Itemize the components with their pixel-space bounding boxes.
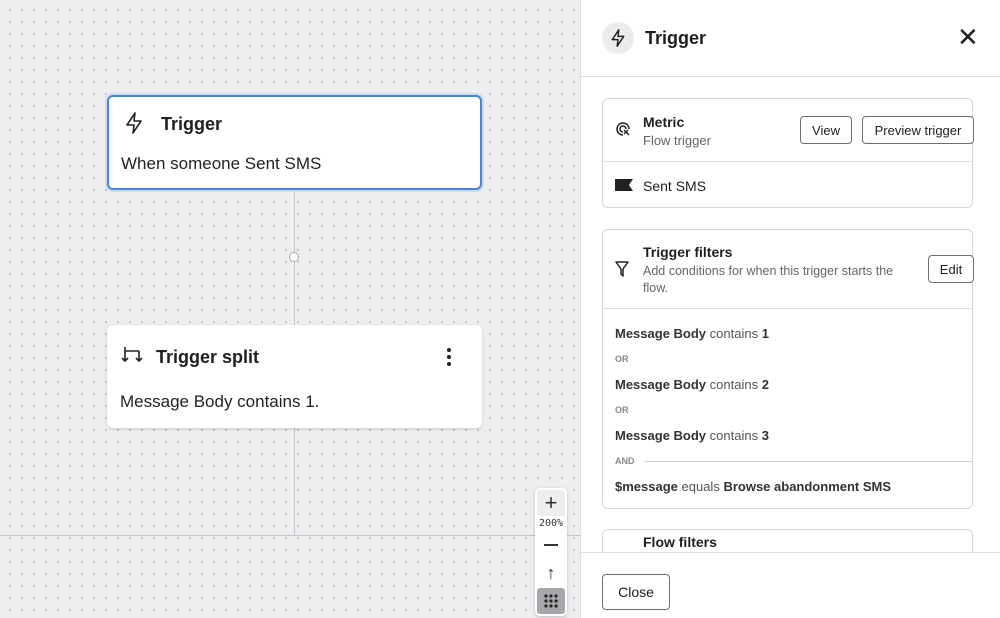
preview-trigger-button[interactable]: Preview trigger <box>862 116 974 144</box>
grid-dots-icon <box>544 594 558 608</box>
metric-target-icon <box>616 122 630 136</box>
node-title: Trigger <box>161 114 223 134</box>
flow-filters-title: Flow filters <box>643 534 717 550</box>
flag-icon <box>615 179 633 191</box>
filters-description: Add conditions for when this trigger sta… <box>643 264 894 295</box>
node-body: When someone Sent SMS <box>121 154 322 173</box>
node-body: Message Body contains 1. <box>120 392 320 411</box>
filter-condition: $message equals Browse abandonment SMS <box>615 479 892 494</box>
zoom-out-button[interactable] <box>537 532 565 558</box>
add-step-dot[interactable] <box>289 252 299 262</box>
close-button[interactable]: Close <box>602 574 670 610</box>
metric-subtitle: Flow trigger <box>643 133 711 148</box>
lightning-icon <box>602 22 634 54</box>
fit-up-arrow-icon[interactable]: ↑ <box>546 562 556 583</box>
filter-condition: Message Body contains 2 <box>615 377 769 392</box>
metric-name: Sent SMS <box>643 178 707 194</box>
and-divider <box>645 461 973 462</box>
filter-condition: Message Body contains 1 <box>615 326 769 341</box>
panel-footer: Close <box>581 552 1000 618</box>
branch-connector <box>0 535 580 536</box>
lightning-icon <box>126 112 142 134</box>
panel-title: Trigger <box>645 28 707 48</box>
connector <box>294 428 295 535</box>
or-operator: OR <box>615 405 629 415</box>
filter-funnel-icon <box>615 261 629 277</box>
split-icon <box>121 347 143 363</box>
trigger-side-panel: Trigger ✕ Metric Flow trigger View Previ… <box>580 0 1000 618</box>
close-icon[interactable]: ✕ <box>957 22 979 52</box>
and-operator: AND <box>615 456 635 466</box>
filters-title: Trigger filters <box>643 244 733 260</box>
or-operator: OR <box>615 354 629 364</box>
zoom-level: 200% <box>538 517 564 529</box>
zoom-in-button[interactable]: + <box>537 490 565 516</box>
more-options-icon[interactable] <box>447 347 453 366</box>
divider <box>581 76 1000 77</box>
zoom-controls: + 200% ↑ <box>535 488 567 616</box>
trigger-split-node[interactable]: Trigger split Message Body contains 1. <box>107 325 482 428</box>
trigger-node[interactable]: Trigger When someone Sent SMS <box>107 95 482 190</box>
trigger-filters-card: Trigger filters Add conditions for when … <box>602 229 974 509</box>
minimap-grid-button[interactable] <box>537 588 565 614</box>
node-title: Trigger split <box>156 347 260 367</box>
view-button[interactable]: View <box>800 116 852 144</box>
metric-card: Metric Flow trigger View Preview trigger… <box>602 98 974 208</box>
filter-condition: Message Body contains 3 <box>615 428 769 443</box>
flow-canvas[interactable]: Trigger When someone Sent SMS Trigger sp… <box>0 0 580 618</box>
metric-title: Metric <box>643 114 685 130</box>
edit-filters-button[interactable]: Edit <box>928 255 974 283</box>
